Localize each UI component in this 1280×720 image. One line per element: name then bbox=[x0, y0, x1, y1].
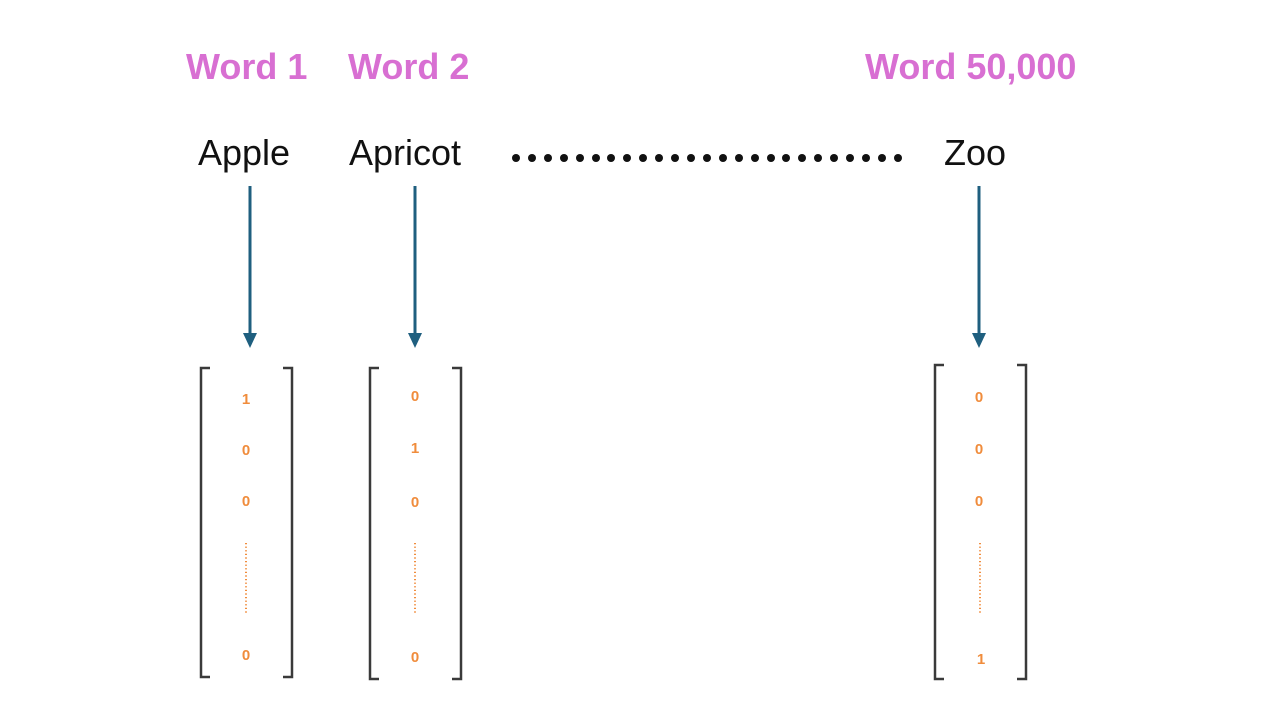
vector-zoo-left-bracket bbox=[933, 363, 944, 681]
word-1-index-label: Word 1 bbox=[186, 46, 308, 87]
ellipsis-dot bbox=[559, 154, 568, 162]
ellipsis-dot bbox=[893, 154, 902, 162]
ellipsis-dot bbox=[543, 154, 552, 162]
vector-apple-left-bracket bbox=[199, 366, 210, 679]
ellipsis-dot bbox=[830, 154, 839, 162]
ellipsis-dot bbox=[846, 154, 855, 162]
vector-apricot-value-1: 0 bbox=[410, 388, 420, 405]
vector-apricot-value-2: 1 bbox=[410, 440, 420, 457]
ellipsis-dots bbox=[512, 148, 902, 168]
vector-apricot-value-last: 0 bbox=[410, 649, 420, 666]
ellipsis-dot bbox=[718, 154, 727, 162]
ellipsis-dot bbox=[766, 154, 775, 162]
ellipsis-dot bbox=[814, 154, 823, 162]
ellipsis-dot bbox=[750, 154, 759, 162]
vector-apple-value-3: 0 bbox=[241, 493, 251, 510]
ellipsis-dot bbox=[623, 154, 632, 162]
ellipsis-dot bbox=[877, 154, 886, 162]
word-zoo: Zoo bbox=[944, 132, 1007, 173]
vector-apple-value-1: 1 bbox=[241, 391, 251, 408]
ellipsis-dot bbox=[607, 154, 616, 162]
arrowhead-zoo bbox=[972, 333, 986, 348]
ellipsis-dot bbox=[639, 154, 648, 162]
vector-apricot-value-3: 0 bbox=[410, 494, 420, 511]
ellipsis-dot bbox=[861, 154, 870, 162]
vector-zoo-value-3: 0 bbox=[974, 493, 984, 510]
vector-zoo-value-last: 1 bbox=[976, 651, 986, 668]
ellipsis-dot bbox=[591, 154, 600, 162]
vector-zoo-value-2: 0 bbox=[974, 441, 984, 458]
word-apricot: Apricot bbox=[349, 132, 462, 173]
vector-apple-right-bracket bbox=[283, 366, 294, 679]
word-2-index-label: Word 2 bbox=[348, 46, 470, 87]
vector-apple-value-2: 0 bbox=[241, 442, 251, 459]
word-apple: Apple bbox=[198, 132, 291, 173]
ellipsis-dot bbox=[575, 154, 584, 162]
ellipsis-dot bbox=[527, 154, 536, 162]
ellipsis-dot bbox=[702, 154, 711, 162]
arrowhead-apple bbox=[243, 333, 257, 348]
vector-apricot-left-bracket bbox=[368, 366, 379, 681]
ellipsis-dot bbox=[512, 154, 520, 162]
arrowhead-apricot bbox=[408, 333, 422, 348]
word-50000-index-label: Word 50,000 bbox=[865, 46, 1077, 87]
ellipsis-dot bbox=[798, 154, 807, 162]
vector-zoo-right-bracket bbox=[1017, 363, 1028, 681]
ellipsis-dot bbox=[655, 154, 664, 162]
ellipsis-dot bbox=[686, 154, 695, 162]
vector-zoo-value-1: 0 bbox=[974, 389, 984, 406]
vector-apple-value-last: 0 bbox=[241, 647, 251, 664]
ellipsis-dot bbox=[782, 154, 791, 162]
ellipsis-dot bbox=[671, 154, 680, 162]
ellipsis-dot bbox=[734, 154, 743, 162]
vector-apricot-right-bracket bbox=[452, 366, 463, 681]
